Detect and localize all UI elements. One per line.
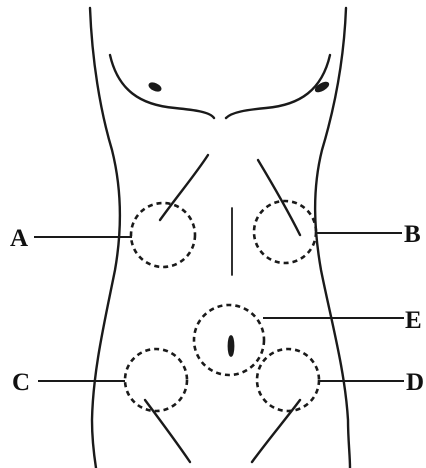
torso-right-edge bbox=[315, 8, 350, 468]
region-d-circle bbox=[257, 349, 319, 411]
region-c-circle bbox=[125, 349, 187, 411]
nipple-left bbox=[148, 82, 161, 93]
label-a: A bbox=[10, 225, 28, 252]
region-a-circle bbox=[131, 203, 195, 267]
rib-margin-right bbox=[258, 160, 300, 235]
label-c: C bbox=[12, 369, 30, 396]
umbilicus bbox=[229, 336, 234, 356]
label-b: B bbox=[404, 221, 421, 248]
label-d: D bbox=[406, 369, 424, 396]
label-e: E bbox=[405, 307, 422, 334]
chest-right-line bbox=[226, 55, 330, 118]
chest-left-line bbox=[110, 55, 214, 118]
inguinal-right bbox=[252, 400, 300, 462]
region-b-circle bbox=[254, 201, 316, 263]
